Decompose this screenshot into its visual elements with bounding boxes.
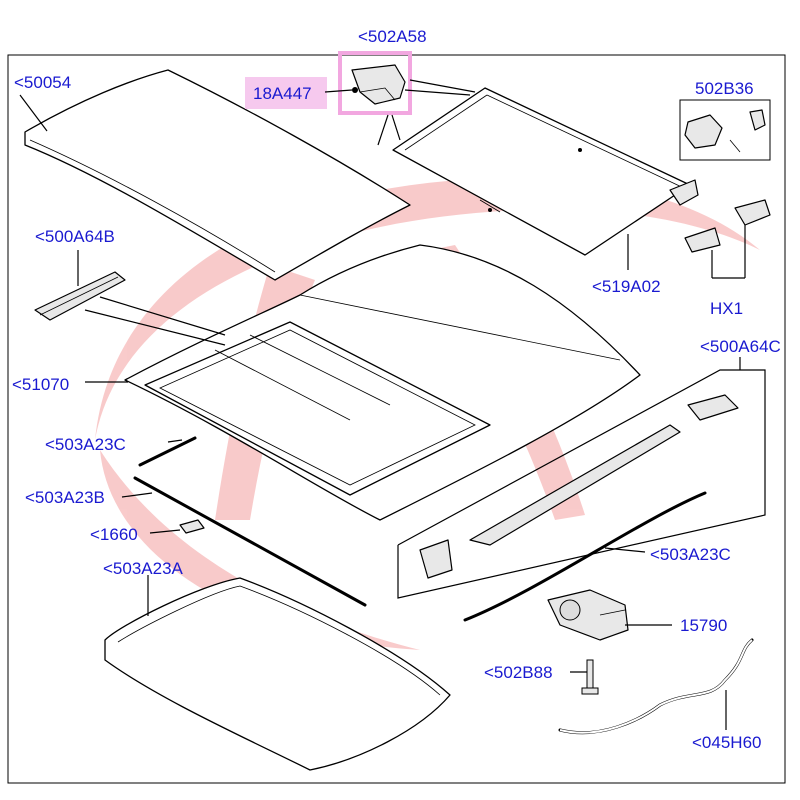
roof-frame-51070[interactable] xyxy=(124,244,641,521)
glass-panel-50054[interactable] xyxy=(24,69,411,281)
label-503A23C-right[interactable]: <503A23C xyxy=(650,545,731,564)
label-503A23C-top[interactable]: <503A23C xyxy=(45,435,126,454)
label-1660[interactable]: <1660 xyxy=(90,525,138,544)
clip-502B36[interactable] xyxy=(684,109,766,153)
label-500A64C[interactable]: <500A64C xyxy=(700,337,781,356)
label-15790[interactable]: 15790 xyxy=(680,616,727,635)
label-502B36[interactable]: 502B36 xyxy=(695,79,754,98)
motor-15790[interactable] xyxy=(547,589,629,641)
highlight-box xyxy=(338,51,412,115)
highlight-label-bg xyxy=(245,77,327,109)
plug-1660[interactable] xyxy=(179,519,205,534)
callout-box-502B36 xyxy=(679,99,771,161)
label-18A447[interactable]: 18A447 xyxy=(253,84,312,103)
label-502B88[interactable]: <502B88 xyxy=(484,663,553,682)
guide-rail-500A64C[interactable] xyxy=(419,394,739,579)
label-50054[interactable]: <50054 xyxy=(14,73,71,92)
callout-bracket-500A64C xyxy=(397,369,766,599)
bolt-502B88[interactable] xyxy=(581,659,599,695)
seal-503A23C-top[interactable] xyxy=(138,436,197,467)
label-HX1[interactable]: HX1 xyxy=(710,299,743,318)
sunshade-519A02[interactable] xyxy=(392,87,699,256)
seal-503A23B[interactable] xyxy=(133,476,367,607)
label-503A23B[interactable]: <503A23B xyxy=(25,488,105,507)
bracket-502A58[interactable] xyxy=(351,64,406,105)
label-503A23A[interactable]: <503A23A xyxy=(103,559,184,578)
seal-503A23C-right[interactable] xyxy=(463,491,707,622)
seal-ring-503A23A[interactable] xyxy=(104,577,451,771)
connector-HX1[interactable] xyxy=(684,199,771,253)
drain-hose-045H60[interactable] xyxy=(558,638,754,735)
label-500A64B[interactable]: <500A64B xyxy=(35,227,115,246)
guide-rail-500A64B[interactable] xyxy=(34,271,126,321)
label-045H60[interactable]: <045H60 xyxy=(692,733,761,752)
label-51070[interactable]: <51070 xyxy=(12,375,69,394)
label-502A58[interactable]: <502A58 xyxy=(358,27,427,46)
label-519A02[interactable]: <519A02 xyxy=(592,277,661,296)
